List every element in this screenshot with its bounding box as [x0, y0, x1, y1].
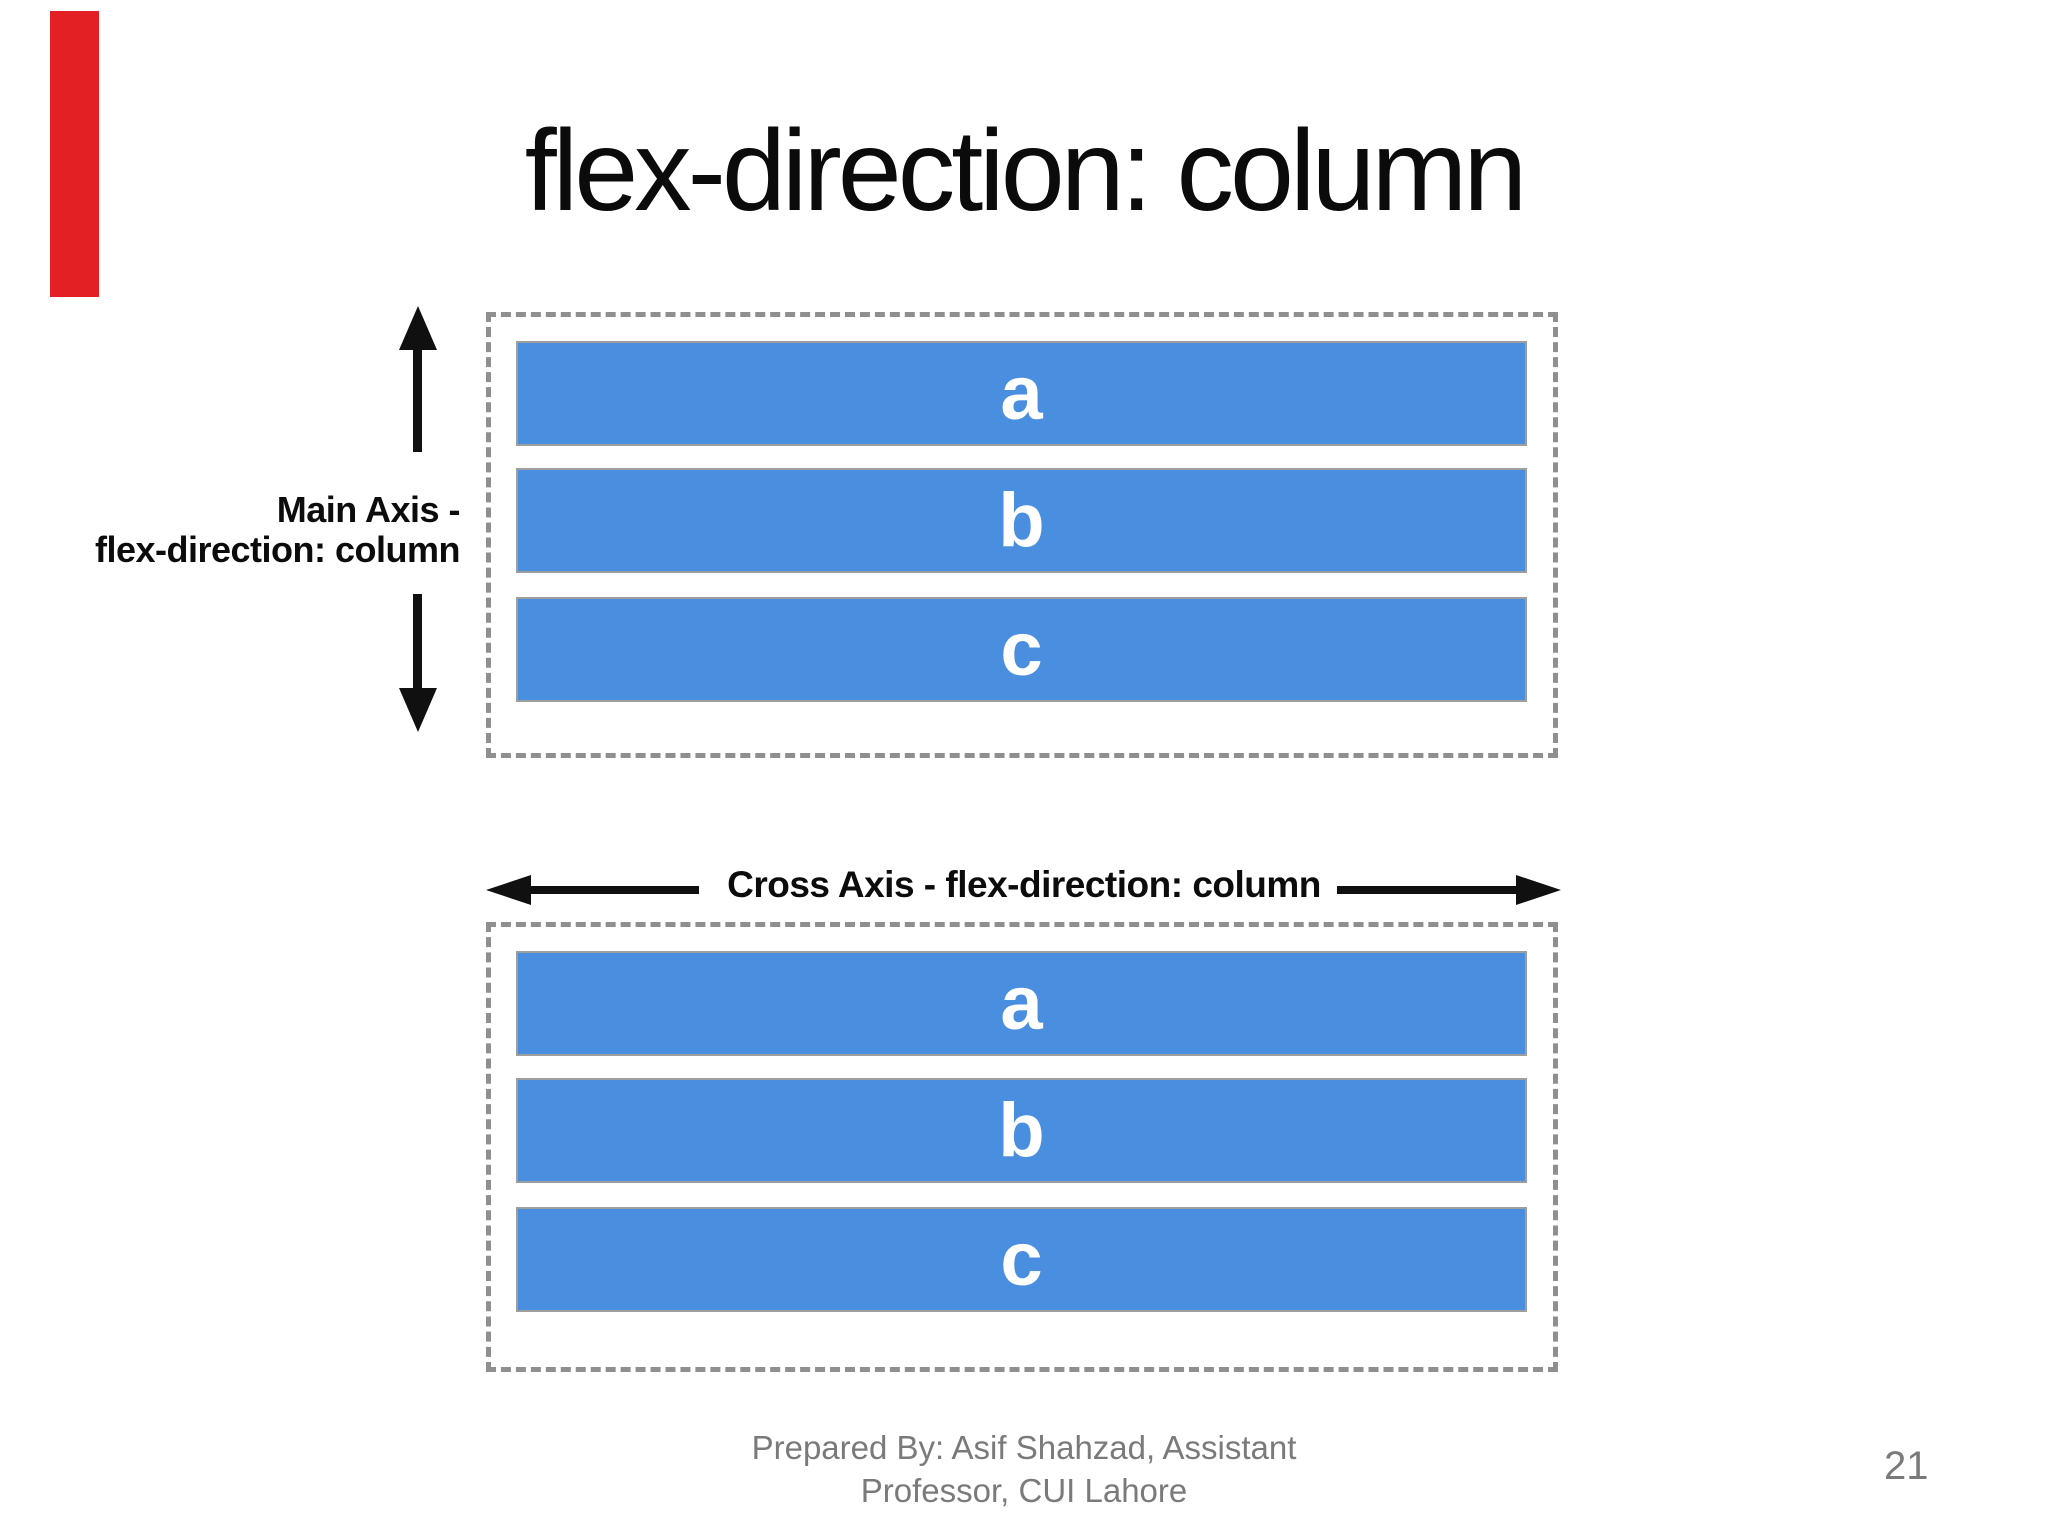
footer: Prepared By: Asif Shahzad, Assistant Pro… [0, 1426, 2048, 1512]
flex-item-a: a [516, 341, 1527, 446]
flex-item-b: b [516, 468, 1527, 573]
page-number: 21 [1884, 1444, 1929, 1488]
main-axis-label-line2: flex-direction: column [94, 529, 461, 570]
left-arrow-icon [486, 875, 531, 905]
left-arrow-shaft [529, 886, 699, 894]
flex-item-a: a [516, 951, 1527, 1056]
main-axis-label-line1: Main Axis - [276, 489, 461, 530]
cross-axis-label: Cross Axis - flex-direction: column [727, 864, 1321, 905]
up-arrow-icon [399, 306, 437, 350]
flex-item-c: c [516, 1207, 1527, 1312]
flex-item-c: c [516, 597, 1527, 702]
right-arrow-shaft [1337, 886, 1518, 894]
flex-container-bottom: a b c [486, 922, 1558, 1372]
main-axis-label: Main Axis - flex-direction: column [60, 489, 461, 570]
right-arrow-icon [1516, 875, 1561, 905]
up-arrow-shaft [413, 346, 422, 452]
flex-container-top: a b c [486, 312, 1558, 758]
down-arrow-shaft [413, 594, 422, 690]
flex-item-b: b [516, 1078, 1527, 1183]
footer-line1: Prepared By: Asif Shahzad, Assistant [751, 1429, 1297, 1466]
down-arrow-icon [399, 688, 437, 732]
red-accent-bar [50, 11, 99, 297]
footer-line2: Professor, CUI Lahore [860, 1472, 1188, 1509]
page-title: flex-direction: column [524, 107, 1528, 235]
